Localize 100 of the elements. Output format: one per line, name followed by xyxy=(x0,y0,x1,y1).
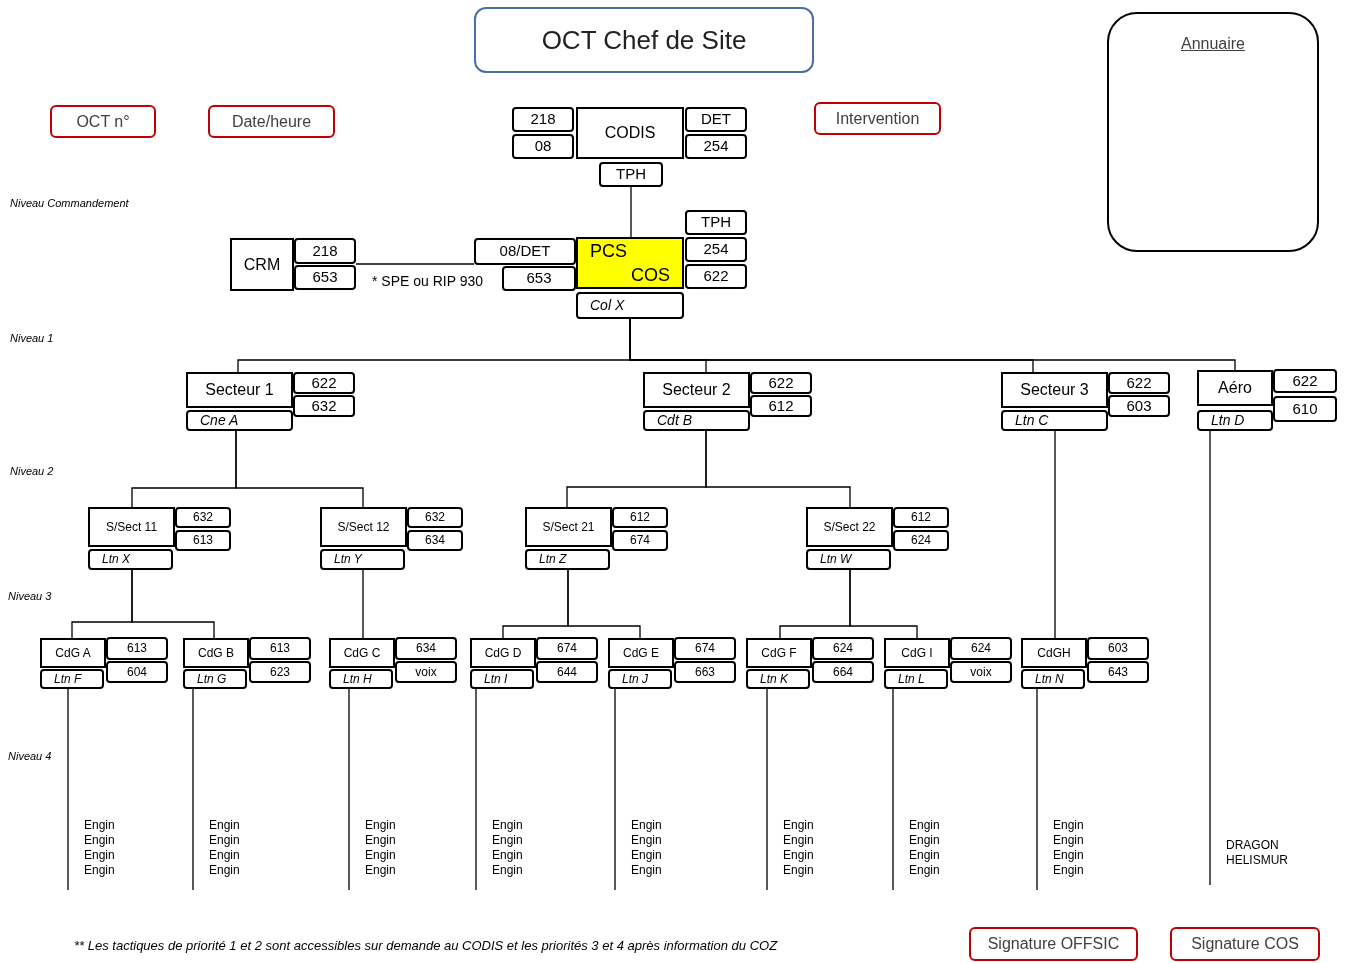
code-box: 254 xyxy=(685,237,747,262)
officer-box: Ltn X xyxy=(88,549,173,570)
officer-box: Ltn I xyxy=(470,669,534,689)
connector-line xyxy=(1036,688,1038,891)
code-box: 622 xyxy=(685,264,747,289)
connector-line xyxy=(1209,430,1211,886)
officer-box: Ltn C xyxy=(1001,410,1108,431)
vehicle-list: Engin Engin Engin Engin xyxy=(476,818,551,890)
vehicle-list: Engin Engin Engin Engin xyxy=(349,818,424,890)
code-box: 624 xyxy=(812,637,874,660)
officer-box: Ltn K xyxy=(746,669,810,689)
unit-box: Aéro xyxy=(1197,370,1273,406)
code-box: 603 xyxy=(1108,395,1170,417)
connector-line xyxy=(192,688,194,891)
code-box: 623 xyxy=(249,661,311,683)
vehicle-list: Engin Engin Engin Engin xyxy=(767,818,842,890)
code-box: 218 xyxy=(512,107,574,132)
connector-line xyxy=(475,688,477,891)
form-field-box: Date/heure xyxy=(208,105,335,138)
unit-box: S/Sect 22 xyxy=(806,507,893,547)
officer-box: Ltn W xyxy=(806,549,891,570)
vehicle-list: DRAGON HELISMUR xyxy=(1210,838,1310,885)
connector-line xyxy=(67,688,69,891)
code-box: 643 xyxy=(1087,661,1149,683)
officer-box: Ltn F xyxy=(40,669,104,689)
unit-box: Secteur 1 xyxy=(186,372,293,408)
connector-line xyxy=(362,569,364,639)
level-label: Niveau 3 xyxy=(8,589,53,604)
code-box: 674 xyxy=(612,530,668,551)
unit-box: CdG I xyxy=(884,638,950,668)
code-box: 603 xyxy=(1087,637,1149,660)
officer-box: Ltn J xyxy=(608,669,672,689)
code-box: 632 xyxy=(407,507,463,528)
unit-box: CdG F xyxy=(746,638,812,668)
code-box: 674 xyxy=(674,637,736,660)
officer-box: Ltn D xyxy=(1197,410,1273,431)
connector-line xyxy=(849,569,918,639)
code-box: 604 xyxy=(106,661,168,683)
unit-box: CdG D xyxy=(470,638,536,668)
code-box: voix xyxy=(395,661,457,683)
connector-line xyxy=(614,688,616,891)
code-box: TPH xyxy=(599,162,663,187)
code-box: 613 xyxy=(106,637,168,660)
form-field-box: Intervention xyxy=(814,102,941,135)
vehicle-list: Engin Engin Engin Engin xyxy=(1037,818,1112,890)
vehicle-list: Engin Engin Engin Engin xyxy=(893,818,968,890)
code-box: 08 xyxy=(512,134,574,159)
officer-box: Ltn H xyxy=(329,669,393,689)
unit-box: CRM xyxy=(230,238,294,291)
code-box: 612 xyxy=(893,507,949,528)
connector-line xyxy=(1054,430,1056,639)
unit-box: CdGH xyxy=(1021,638,1087,668)
officer-box: Cne A xyxy=(186,410,293,431)
unit-box: CdG E xyxy=(608,638,674,668)
officer-box: Ltn Z xyxy=(525,549,610,570)
unit-box: S/Sect 21 xyxy=(525,507,612,547)
connector-line xyxy=(235,430,364,508)
unit-box: S/Sect 11 xyxy=(88,507,175,547)
officer-box: Ltn L xyxy=(884,669,948,689)
officer-box: Ltn Y xyxy=(320,549,405,570)
unit-box: CdG A xyxy=(40,638,106,668)
code-box: 632 xyxy=(175,507,231,528)
code-box: 612 xyxy=(612,507,668,528)
unit-box: Secteur 3 xyxy=(1001,372,1108,408)
command-post-box: PCS COS xyxy=(576,237,684,289)
vehicle-list: Engin Engin Engin Engin xyxy=(193,818,268,890)
officer-box: Cdt B xyxy=(643,410,750,431)
code-box: 664 xyxy=(812,661,874,683)
officer-box: Ltn N xyxy=(1021,669,1085,689)
unit-box: CODIS xyxy=(576,107,684,159)
code-box: voix xyxy=(950,661,1012,683)
vehicle-list: Engin Engin Engin Engin xyxy=(615,818,690,890)
footnote: ** Les tactiques de priorité 1 et 2 sont accessibles sur demande au CODIS et les priorités 3 et 4 après information du COZ xyxy=(74,937,779,955)
connector-line xyxy=(630,186,632,238)
code-box: 08/DET xyxy=(474,238,576,265)
unit-box: S/Sect 12 xyxy=(320,507,407,547)
code-box: 613 xyxy=(175,530,231,551)
code-box: 622 xyxy=(1108,372,1170,394)
connector-line xyxy=(629,318,1236,371)
officer-box: Col X xyxy=(576,292,684,319)
unit-box: CdG C xyxy=(329,638,395,668)
level-label: Niveau 4 xyxy=(8,749,53,764)
vehicle-list: Engin Engin Engin Engin xyxy=(68,818,143,890)
connector-line xyxy=(766,688,768,891)
level-label: Niveau Commandement xyxy=(10,196,130,211)
code-box: 218 xyxy=(294,238,356,264)
code-box: DET xyxy=(685,107,747,132)
code-box: 613 xyxy=(249,637,311,660)
unit-box: Secteur 2 xyxy=(643,372,750,408)
code-box: TPH xyxy=(685,210,747,235)
directory-box: Annuaire xyxy=(1107,12,1319,252)
code-box: 610 xyxy=(1273,396,1337,422)
code-box: 622 xyxy=(1273,369,1337,393)
code-box: 624 xyxy=(893,530,949,551)
title-box: OCT Chef de Site xyxy=(474,7,814,73)
connector-line xyxy=(131,569,215,639)
code-box: 653 xyxy=(294,265,356,290)
code-box: 634 xyxy=(395,637,457,660)
connector-line xyxy=(705,430,851,508)
level-label: Niveau 1 xyxy=(10,331,55,346)
